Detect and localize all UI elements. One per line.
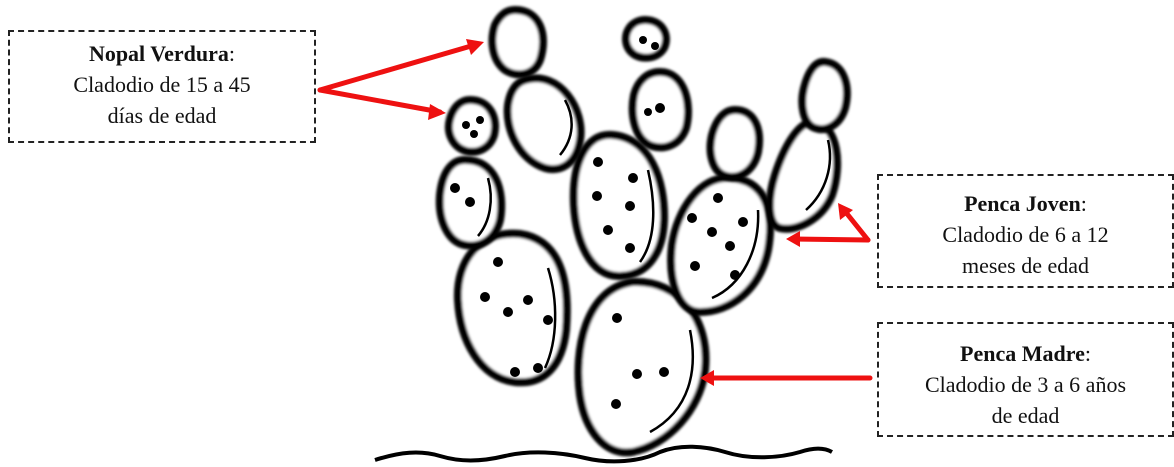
penca-madre-title-line: Penca Madre: — [879, 338, 1172, 369]
pad-nopal-far-right — [802, 62, 846, 129]
penca-joven-line1: Cladodio de 6 a 12 — [879, 219, 1172, 250]
arrow-joven-pad — [793, 239, 868, 240]
pad-lower-left — [458, 234, 567, 383]
penca-madre-line1: Cladodio de 3 a 6 años — [879, 369, 1172, 400]
nopal-verdura-line1: Cladodio de 15 a 45 — [10, 69, 314, 100]
ground-line — [375, 447, 832, 462]
pad-nopal-left — [449, 100, 495, 152]
nopal-verdura-colon: : — [229, 41, 235, 66]
penca-joven-colon: : — [1081, 191, 1087, 216]
arrowhead-nopal-left — [428, 104, 446, 120]
arrowhead-joven-pad — [786, 231, 800, 247]
label-box-nopal-verdura: Nopal Verdura: Cladodio de 15 a 45 días … — [8, 30, 316, 143]
arrowhead-nopal-top — [466, 39, 484, 55]
arrow-nopal-top — [320, 44, 478, 90]
penca-joven-line2: meses de edad — [879, 250, 1172, 281]
label-box-penca-madre: Penca Madre: Cladodio de 3 a 6 años de e… — [877, 322, 1174, 437]
arrow-joven-tip — [844, 210, 868, 240]
pad-upper-center-left — [508, 78, 581, 169]
penca-madre-line2: de edad — [879, 400, 1172, 431]
nopal-verdura-line2: días de edad — [10, 100, 314, 131]
pad-middle-center — [574, 135, 664, 276]
penca-joven-title-line: Penca Joven: — [879, 188, 1172, 219]
penca-madre-colon: : — [1085, 341, 1091, 366]
pad-nopal-right-small — [711, 110, 760, 177]
label-box-penca-joven: Penca Joven: Cladodio de 6 a 12 meses de… — [877, 174, 1174, 288]
penca-joven-title: Penca Joven — [964, 191, 1081, 216]
pad-nopal-top-left — [492, 10, 543, 74]
nopal-verdura-title-line: Nopal Verdura: — [10, 38, 314, 69]
arrow-nopal-left — [320, 90, 440, 112]
penca-madre-title: Penca Madre — [960, 341, 1085, 366]
nopal-verdura-title: Nopal Verdura — [89, 41, 229, 66]
